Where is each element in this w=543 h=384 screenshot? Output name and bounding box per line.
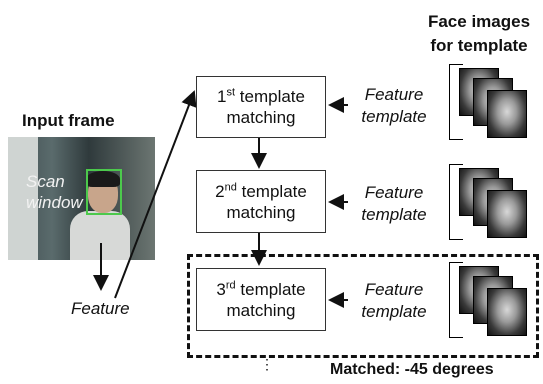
matched-region	[187, 254, 539, 358]
ft1-line1: Feature	[364, 85, 424, 104]
box1-line2: matching	[226, 108, 296, 127]
box3-line1: 3rd template	[216, 278, 306, 299]
input-frame-title: Input frame	[22, 111, 115, 130]
face-images-title-line2: for template	[430, 36, 528, 55]
box3-line2: matching	[226, 300, 296, 320]
stack-bracket	[449, 64, 463, 140]
stack-bracket	[449, 164, 463, 240]
stack-bracket	[449, 262, 463, 338]
face-image	[487, 288, 527, 336]
feature-template-label-3: Feature template	[354, 279, 434, 323]
ellipsis-indicator: ⋮	[260, 356, 274, 372]
scan-label-line2: window	[26, 193, 83, 212]
face-image	[487, 90, 527, 138]
face-images-title: Face images for template	[418, 10, 540, 58]
box2-line1: 2nd template	[215, 180, 307, 201]
scan-window-label: Scan window	[26, 171, 83, 213]
face-image	[487, 190, 527, 238]
scan-window-box	[86, 169, 122, 215]
ft3-line2: template	[361, 302, 427, 321]
background-panel	[8, 137, 38, 260]
matched-label: Matched: -45 degrees	[330, 361, 494, 378]
template-matching-box-3: 3rd template matching	[196, 268, 326, 331]
ft3-line1: Feature	[364, 280, 424, 299]
person-hair	[86, 171, 120, 187]
template-matching-box-2: 2nd template matching	[196, 170, 326, 233]
box2-line2: matching	[226, 202, 296, 222]
ft2-line1: Feature	[364, 183, 424, 202]
feature-label: Feature	[71, 299, 130, 318]
ft1-line2: template	[361, 107, 427, 126]
feature-template-label-1: Feature template	[354, 84, 434, 128]
scan-label-line1: Scan	[26, 172, 65, 191]
input-frame-photo: Scan window	[8, 137, 155, 260]
template-matching-box-1: 1st template matching	[196, 76, 326, 138]
arrow-feature-to-box1	[114, 90, 197, 299]
box1-line1: 1st template	[217, 86, 305, 106]
feature-template-label-2: Feature template	[354, 182, 434, 226]
face-images-title-line1: Face images	[427, 12, 531, 31]
ft2-line2: template	[361, 205, 427, 224]
